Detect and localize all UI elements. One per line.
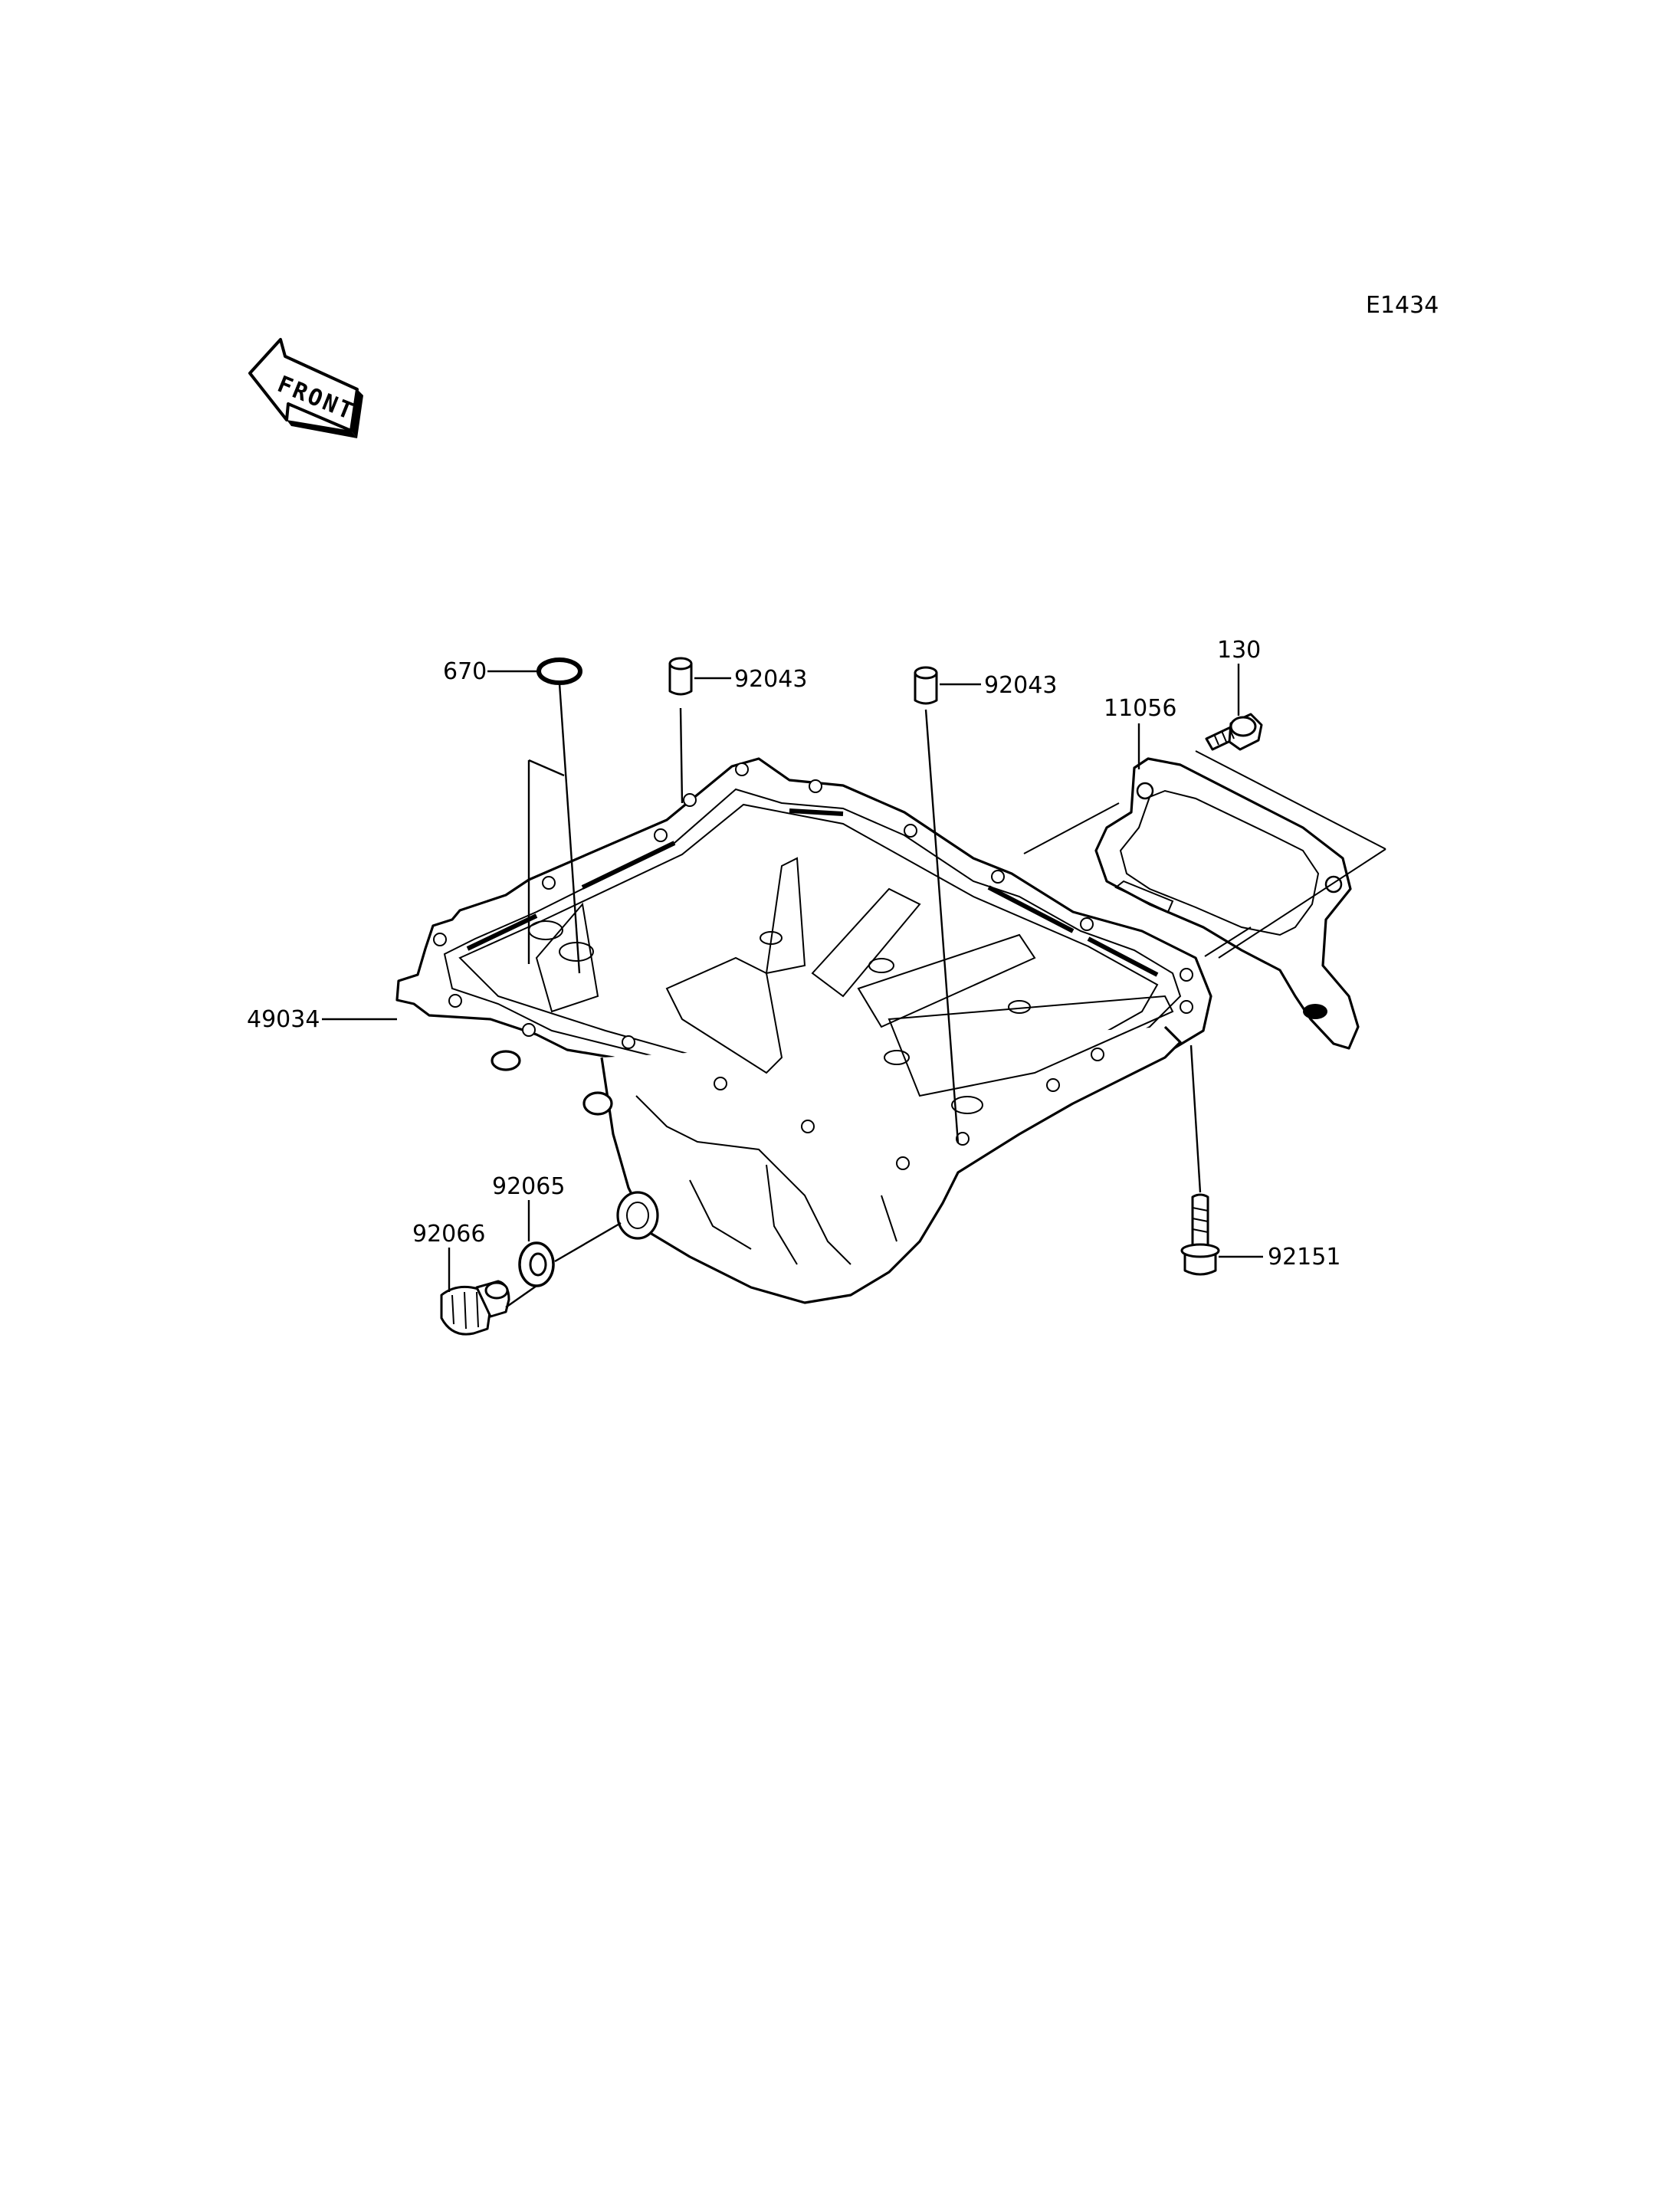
label-49034: 49034 xyxy=(247,1006,320,1033)
front-arrow-icon: FRONT xyxy=(248,338,363,438)
bolt-130 xyxy=(1205,713,1263,751)
label-92043-left: 92043 xyxy=(734,666,807,693)
washer-92065 xyxy=(518,1241,555,1287)
label-92065: 92065 xyxy=(492,1173,565,1200)
label-92151: 92151 xyxy=(1268,1244,1340,1271)
dowel-pin-92043-left xyxy=(668,657,693,696)
diagram-code: E1434 xyxy=(1366,292,1439,319)
leader-lines xyxy=(322,664,1263,1308)
o-ring-670 xyxy=(536,657,582,685)
label-11056: 11056 xyxy=(1104,695,1176,722)
bolt-92151 xyxy=(1180,1193,1220,1276)
dowel-pin-92043-right xyxy=(914,666,938,705)
oil-pan xyxy=(395,757,1212,1304)
label-92043-right: 92043 xyxy=(984,672,1057,699)
drain-bolt-92066 xyxy=(440,1280,510,1336)
label-92066: 92066 xyxy=(412,1221,485,1248)
label-130: 130 xyxy=(1217,637,1261,664)
label-670: 670 xyxy=(443,658,487,685)
bracket-11056 xyxy=(1023,750,1386,1050)
